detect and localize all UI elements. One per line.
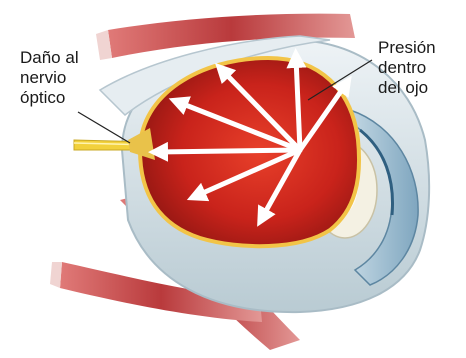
optic-nerve-damage-label: Daño al nervio óptico — [20, 48, 130, 108]
optic-nerve — [74, 128, 155, 160]
pressure-arrow — [158, 150, 300, 152]
eye-pressure-label: Presión dentro del ojo — [378, 38, 464, 98]
